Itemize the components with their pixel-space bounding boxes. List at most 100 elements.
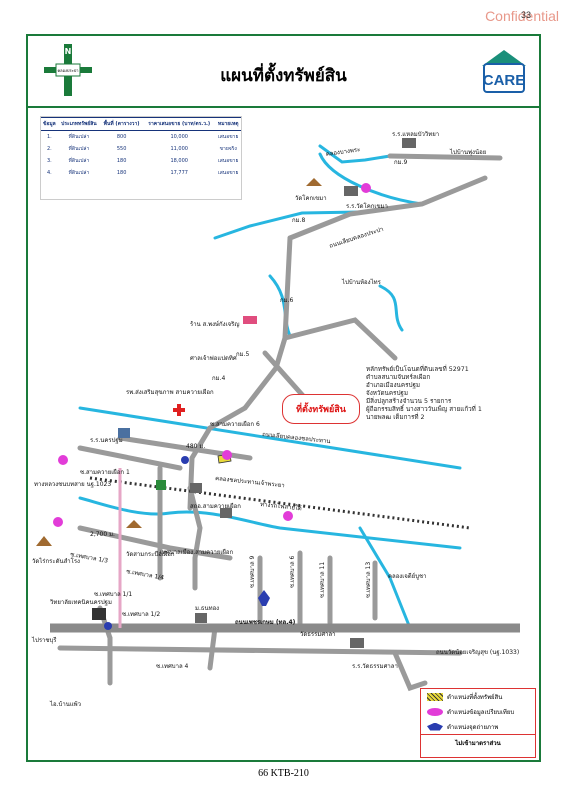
label-sot: สถอ.สามควายเผือก xyxy=(190,502,241,510)
label-rail: ทางรถไฟสายใต้ xyxy=(260,500,302,512)
col-header: หมายเหตุ xyxy=(215,117,241,131)
label-shop: ร้าน ส.พงษ์กังเจริญ xyxy=(190,320,239,328)
col-header: ประเภททรัพย์สิน xyxy=(57,117,101,131)
cell: ขายจริง xyxy=(219,146,237,152)
table-row: 1. ที่ดินเปล่า 800 10,000 เสนอขาย xyxy=(41,131,241,144)
north-compass-icon: คลองประปา N xyxy=(38,40,98,100)
info-line: จังหวัดนครปฐม xyxy=(366,390,409,397)
col-header: พื้นที่ (ตารางวา) xyxy=(100,117,144,131)
label-dist2: 2,700 ม. xyxy=(90,531,115,538)
label-to-banphaeo: ไอ.บ้านแพ้ว xyxy=(49,700,81,708)
label-soi-t3: ซ.เทศบาล 1/1 xyxy=(94,591,132,598)
cell: 3. xyxy=(46,158,52,164)
care-logo: CARE xyxy=(478,48,530,94)
cell: 17,777 xyxy=(170,170,188,176)
page-number: 33 xyxy=(520,10,531,20)
label-hospital: รพ.ส่งเสริมสุขภาพ สามควายเผือก xyxy=(126,388,214,396)
photo-swatch-icon xyxy=(427,722,443,731)
label-school-tham: ร.ร.วัดธรรมศาลา xyxy=(352,663,398,670)
comp-marker-2a xyxy=(361,183,371,193)
label-bank: ม.ธนทอง xyxy=(195,605,219,612)
label-road4: ถนนเพชรเกษม (ทล.4) xyxy=(235,619,296,626)
info-line: อำเภอเมืองนครปฐม xyxy=(366,382,421,389)
cell: 550 xyxy=(116,146,127,152)
label-soi6: ซ.สามควายเผือก 6 xyxy=(210,420,260,428)
comp-marker-3 xyxy=(58,455,68,465)
cell: 800 xyxy=(116,134,127,140)
svg-text:คลองประปา: คลองประปา xyxy=(57,68,78,73)
label-road-wat: ถนนวัดน้อยเจริญสุข (นฐ.1033) xyxy=(436,649,519,656)
label-to-bankong: ไปบ้านห้องไทร xyxy=(341,278,382,286)
cell: 1. xyxy=(46,134,52,140)
label-km9: กม.9 xyxy=(394,159,407,166)
property-callout: ที่ตั้งทรัพย์สิน xyxy=(282,394,360,424)
label-shrine: ศาลเจ้าพ่อแปดทิศ xyxy=(190,355,237,362)
comp-marker-2b xyxy=(283,511,293,521)
header-divider xyxy=(26,106,541,108)
property-swatch-icon xyxy=(427,692,443,701)
map-legend: ตำแหน่งที่ตั้งทรัพย์สิน ตำแหน่งข้อมูลเปร… xyxy=(420,688,536,758)
legend-item: ตำแหน่งจุดถ่ายภาพ xyxy=(421,719,535,734)
property-info: หลักทรัพย์เป็นโฉนดที่ดินเลขที่ 52971 ตำบ… xyxy=(366,366,482,422)
hospital-icon xyxy=(173,404,185,416)
label-soi9: ซ.เทศบาล 9 xyxy=(249,555,256,588)
cell: เสนอขาย xyxy=(218,158,239,164)
cell: ที่ดินเปล่า xyxy=(68,170,90,176)
label-km6: กม.6 xyxy=(280,297,293,304)
label-wat-tham: วัดธรรมศาลา xyxy=(300,631,336,638)
label-to-ratchaburi: ไปราชบุรี xyxy=(31,636,57,644)
info-line: หลักทรัพย์เป็นโฉนดที่ดินเลขที่ 52971 xyxy=(366,366,469,373)
photo-markers xyxy=(104,456,270,630)
label-temple-sam: วัดสามกระบือเผือก xyxy=(126,550,175,558)
cell: 11,000 xyxy=(170,146,188,152)
legend-scale: ไม่เข้ามาตราส่วน xyxy=(421,734,535,748)
cell: 10,000 xyxy=(170,134,188,140)
label-soi11: ซ.เทศบาล 11 xyxy=(319,562,326,598)
cell: เสนอขาย xyxy=(218,170,239,176)
label-soi1: ซ.สามควายเผือก 1 xyxy=(80,468,130,476)
label-soi-t4: ซ.เทศบาล 1/2 xyxy=(122,611,160,618)
comparison-markers xyxy=(53,183,371,527)
table-row: 3. ที่ดินเปล่า 180 18,000 เสนอขาย xyxy=(41,155,241,167)
label-wat-kok: วัดโคกเขมา xyxy=(295,194,327,202)
label-soi6b: ซ.เทศบาล 6 xyxy=(289,555,296,588)
comp-marker-1 xyxy=(222,450,232,460)
comparison-swatch-icon xyxy=(427,707,443,716)
legend-label: ตำแหน่งข้อมูลเปรียบเทียบ xyxy=(447,708,515,716)
label-canal-jedi: คลองเจดีย์บูชา xyxy=(388,572,426,580)
cell: 18,000 xyxy=(170,158,188,164)
label-canal1: คลองบางพระ xyxy=(325,146,360,158)
svg-text:N: N xyxy=(65,47,72,56)
page-frame xyxy=(26,34,541,762)
label-km8: กม.8 xyxy=(292,217,305,224)
confidential-mark: Confidential xyxy=(485,8,559,24)
cell: 180 xyxy=(116,158,127,164)
label-km4: กม.4 xyxy=(212,375,225,382)
cell: 2. xyxy=(46,146,52,152)
comparables-table: ข้อมูล ประเภททรัพย์สิน พื้นที่ (ตารางวา)… xyxy=(40,116,242,200)
cell: ที่ดินเปล่า xyxy=(68,158,90,164)
label-school1: ร.ร.แหลมบัววิทยา xyxy=(392,131,439,138)
cell: ที่ดินเปล่า xyxy=(68,146,90,152)
info-line: มีสิ่งปลูกสร้างจำนวน 5 รายการ xyxy=(366,398,452,405)
page-title: แผนที่ตั้งทรัพย์สิน xyxy=(220,66,347,86)
col-header: ราคาเสนอขาย (บาท/ตร.ว.) xyxy=(143,117,216,131)
col-header: ข้อมูล xyxy=(41,117,58,131)
legend-item: ตำแหน่งข้อมูลเปรียบเทียบ xyxy=(421,704,535,719)
info-line: ผู้ถือกรรมสิทธิ์ นางสาววันเพ็ญ สายแก้วที… xyxy=(366,406,482,413)
care-logo-text: CARE xyxy=(483,72,526,89)
cell: เสนอขาย xyxy=(218,134,239,140)
railway xyxy=(89,476,471,530)
page-footer: 66 KTB-210 xyxy=(258,768,309,779)
label-km5: กม.5 xyxy=(236,351,249,358)
cell: 4. xyxy=(46,170,52,176)
label-soi13: ซ.เทศบาล 13 xyxy=(365,562,372,598)
building-icons xyxy=(36,138,416,648)
legend-item: ตำแหน่งที่ตั้งทรัพย์สิน xyxy=(421,689,535,704)
label-school2: ร.ร.วัดโคกเขมา xyxy=(346,202,388,210)
label-temple-rai: วัดไร่กระดันสำโรง xyxy=(32,557,80,565)
label-school-nakhon: ร.ร.นครปฐม xyxy=(90,437,123,444)
label-school-mueang: เทศบาลเมือง.สามควายเผือก xyxy=(160,548,234,556)
label-soi-t5: ซ.เทศบาล 4 xyxy=(156,663,189,670)
label-hwy1023: ทางหลวงชนบทสาย นฐ.1023 xyxy=(34,481,111,488)
